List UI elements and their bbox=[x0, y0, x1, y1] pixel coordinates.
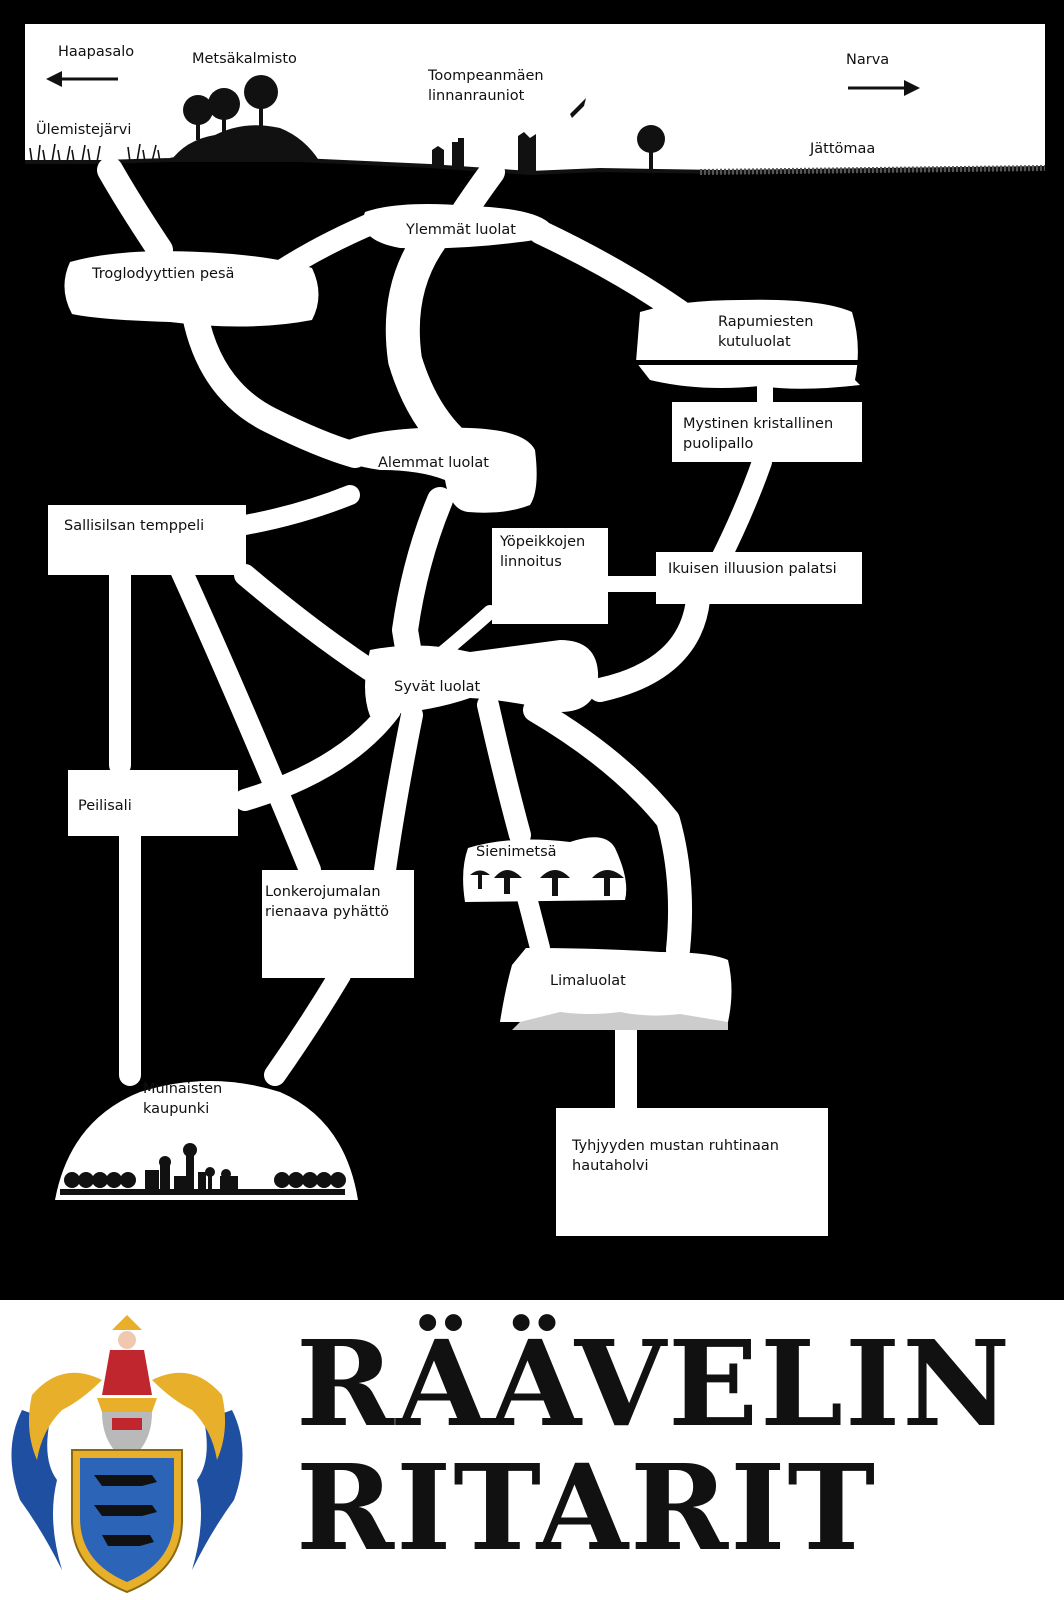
rooms bbox=[48, 402, 862, 1236]
castle-ruins-icon bbox=[432, 132, 536, 172]
coat-of-arms-icon bbox=[11, 1315, 243, 1594]
label-ulemistejarvi: Ülemistejärvi bbox=[36, 120, 131, 138]
label-alemmat-luolat: Alemmat luolat bbox=[378, 455, 489, 471]
wasteland-grass-icon bbox=[699, 165, 1046, 175]
title-footer: RÄÄVELIN RITARIT bbox=[0, 1300, 1064, 1600]
label-yopeikkojen-line1: Yöpeikkojen bbox=[499, 534, 585, 550]
label-rapumiesten-line1: Rapumiesten bbox=[718, 314, 813, 330]
label-sienimetsa: Sienimetsä bbox=[476, 844, 557, 860]
mushroom-icons bbox=[470, 870, 624, 896]
title-line-2: RITARIT bbox=[296, 1438, 878, 1577]
label-limaluolat: Limaluolat bbox=[550, 973, 626, 989]
label-syvat-luolat: Syvät luolat bbox=[394, 679, 481, 695]
label-tyhjyyden-line1: Tyhjyyden mustan ruhtinaan bbox=[571, 1138, 779, 1154]
label-toompea-line1: Toompeanmäen bbox=[427, 68, 544, 84]
label-tyhjyyden-line2: hautaholvi bbox=[572, 1158, 649, 1174]
label-toompea-line2: linnanrauniot bbox=[428, 88, 525, 104]
arrow-left-icon bbox=[46, 71, 118, 87]
burial-hill bbox=[170, 125, 320, 162]
arrow-right-icon bbox=[848, 80, 920, 96]
cave-chambers bbox=[55, 204, 860, 1200]
ancient-city-silhouette bbox=[60, 1143, 346, 1195]
surface-band bbox=[25, 24, 1046, 176]
label-sallisilsan-temppeli: Sallisilsan temppeli bbox=[64, 518, 204, 534]
label-kristallinen-line1: Mystinen kristallinen bbox=[683, 416, 833, 432]
label-rapumiesten-line2: kutuluolat bbox=[718, 334, 791, 350]
lone-tree-icon bbox=[637, 125, 665, 170]
poster-title: RÄÄVELIN RITARIT bbox=[296, 1322, 1012, 1570]
label-ikuisen-illuusion-palatsi: Ikuisen illuusion palatsi bbox=[668, 561, 837, 577]
label-kristallinen-line2: puolipallo bbox=[683, 436, 753, 452]
cave-map: Haapasalo Metsäkalmisto Toompeanmäen lin… bbox=[0, 0, 1064, 1300]
forest-trees bbox=[183, 75, 278, 140]
label-peilisali: Peilisali bbox=[78, 798, 132, 814]
title-line-1: RÄÄVELIN bbox=[296, 1314, 1013, 1453]
lake-reeds-icon bbox=[29, 143, 161, 163]
location-labels: Ylemmät luolat Troglodyyttien pesä Rapum… bbox=[64, 222, 837, 1174]
label-troglodyyttien-pesa: Troglodyyttien pesä bbox=[91, 266, 234, 282]
surface-labels: Haapasalo Metsäkalmisto Toompeanmäen lin… bbox=[36, 44, 889, 157]
label-yopeikkojen-line2: linnoitus bbox=[500, 554, 562, 570]
label-jattomaa: Jättömaa bbox=[809, 141, 875, 157]
bird-icon bbox=[570, 98, 586, 118]
label-muinaisten-line1: Muinaisten bbox=[143, 1081, 222, 1097]
label-metsakalmisto: Metsäkalmisto bbox=[192, 51, 297, 67]
label-lonkerojumalan-line1: Lonkerojumalan bbox=[265, 884, 381, 900]
label-lonkerojumalan-line2: rienaava pyhättö bbox=[265, 904, 389, 920]
label-narva: Narva bbox=[846, 52, 889, 68]
label-ylemmat-luolat: Ylemmät luolat bbox=[405, 222, 516, 238]
label-muinaisten-line2: kaupunki bbox=[143, 1101, 209, 1117]
label-haapasalo: Haapasalo bbox=[58, 44, 134, 60]
